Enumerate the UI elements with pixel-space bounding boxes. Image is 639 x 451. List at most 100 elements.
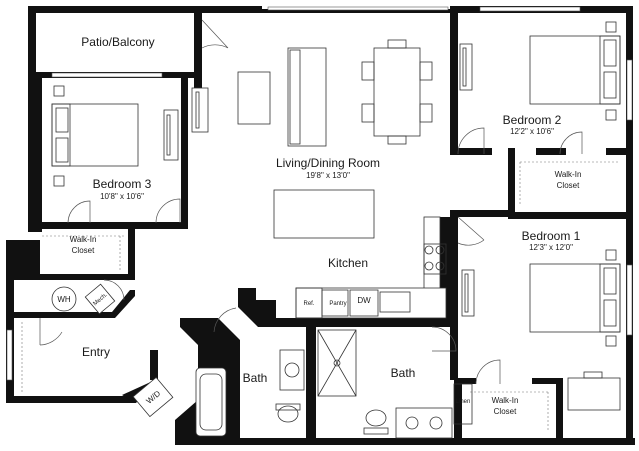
wall-wh-bottom <box>14 312 84 318</box>
door-bath-left <box>213 307 237 333</box>
label-bath-right: Bath <box>391 366 416 380</box>
sofa-back <box>289 49 301 145</box>
pillow-bedroom1-a <box>603 267 617 295</box>
nightstand-bedroom1-a <box>605 249 617 261</box>
dining-chair-left-a <box>361 61 375 81</box>
door-patio <box>201 19 229 49</box>
wall-bedroom3-right <box>181 78 188 223</box>
dining-chair-bottom <box>387 135 407 145</box>
wall-right <box>626 6 633 445</box>
dresser-bedroom3 <box>163 109 179 161</box>
label-closet3-line1: Walk-In <box>70 235 97 244</box>
bedroom2-furniture <box>459 21 621 121</box>
tv-console-detail <box>195 91 200 129</box>
dining-chair-top <box>387 39 407 49</box>
wall-bath-top <box>300 318 458 327</box>
mech-unit <box>84 283 116 315</box>
nightstand-bedroom2-a <box>605 21 617 33</box>
dining-chair-left-b <box>361 103 375 123</box>
dim-living: 19'8" x 13'0" <box>306 171 350 180</box>
wall-bedroom2-bottom-right <box>606 148 632 155</box>
door-closet3 <box>67 200 91 224</box>
dresser-bedroom1-detail <box>464 273 469 313</box>
headboard-bedroom1 <box>599 263 621 333</box>
window-bedroom2 <box>479 6 581 12</box>
bath-left-fixtures <box>195 349 305 437</box>
wall-closet1-left <box>454 378 462 442</box>
shower-drain <box>333 359 341 367</box>
vanity-right <box>395 407 453 439</box>
washer-dryer <box>132 376 174 418</box>
wall-top-living-left <box>196 6 262 13</box>
closet-rods <box>21 161 620 432</box>
living-furniture <box>191 39 433 239</box>
sofa <box>287 47 327 147</box>
pillow-bedroom3-a <box>55 107 69 133</box>
sink <box>379 291 411 313</box>
wall-closet3-bottom <box>14 274 135 280</box>
wall-patio-right <box>194 6 202 88</box>
wall-bedroom3-bottom <box>36 222 188 229</box>
label-pantry: Pantry <box>329 301 346 307</box>
bedroom3-furniture <box>51 85 179 187</box>
toilet-right <box>365 409 387 427</box>
water-heater <box>51 286 77 312</box>
door-closet2 <box>559 131 583 155</box>
wall-closet1-right <box>556 378 563 442</box>
nightstand-bedroom1-b <box>605 335 617 347</box>
dining-chair-right-b <box>419 103 433 123</box>
headboard-bedroom3 <box>51 103 71 167</box>
nightstand-bedroom2-b <box>605 109 617 121</box>
window-living <box>267 6 449 11</box>
window-bedroom1-side <box>626 264 633 336</box>
label-living: Living/Dining Room <box>276 156 380 170</box>
bed-bedroom1 <box>529 263 621 333</box>
linen-closet <box>453 383 473 425</box>
label-closet2-line2: Closet <box>557 181 580 190</box>
doors <box>39 19 583 385</box>
dresser-bedroom1 <box>461 269 475 317</box>
wall-closet1-top-left <box>454 378 476 384</box>
label-kitchen: Kitchen <box>328 256 368 270</box>
label-closet1-line1: Walk-In <box>492 396 519 405</box>
windows <box>6 6 633 381</box>
stove <box>423 243 447 275</box>
wall-left-patio <box>28 6 36 76</box>
label-dishwasher: DW <box>357 296 371 305</box>
label-water-heater: WH <box>57 295 71 304</box>
tv-console <box>191 87 209 133</box>
burner-b <box>435 245 445 255</box>
wall-bedroom2-bottom-mid <box>536 148 566 155</box>
bedroom1-furniture <box>461 249 621 411</box>
label-closet2-line1: Walk-In <box>555 170 582 179</box>
wall-bedroom1-left <box>450 210 458 380</box>
sink-left <box>284 362 300 378</box>
dining-table <box>373 47 421 137</box>
dim-bedroom3: 10'8" x 10'6" <box>100 192 144 201</box>
wall-mech-angle <box>84 290 135 318</box>
desk-bedroom1 <box>567 377 621 411</box>
wall-bedroom2-bottom-left <box>450 148 492 155</box>
bed-bedroom3 <box>51 103 139 167</box>
burner-c <box>424 261 434 271</box>
bathtub-basin <box>199 373 223 431</box>
bath-right-fixtures <box>317 329 473 439</box>
bed-bedroom2 <box>529 35 621 105</box>
toilet-tank-left <box>275 403 301 411</box>
dim-bedroom1: 12'3" x 12'0" <box>529 243 573 252</box>
desk-chair-bedroom1 <box>583 371 603 379</box>
wall-entry-stub <box>150 350 158 380</box>
wall-bath-divider <box>306 327 316 445</box>
dresser-bedroom2-detail <box>462 47 467 87</box>
pantry <box>321 289 349 317</box>
burner-d <box>435 261 445 271</box>
label-bath-left: Bath <box>243 371 268 385</box>
label-bedroom1: Bedroom 1 <box>522 229 581 243</box>
utility-fixtures <box>51 283 174 418</box>
coffee-table <box>237 71 271 125</box>
wall-closet3-right <box>128 222 135 280</box>
wall-closet2-bottom <box>508 212 632 219</box>
window-bedroom3-top <box>51 72 163 78</box>
